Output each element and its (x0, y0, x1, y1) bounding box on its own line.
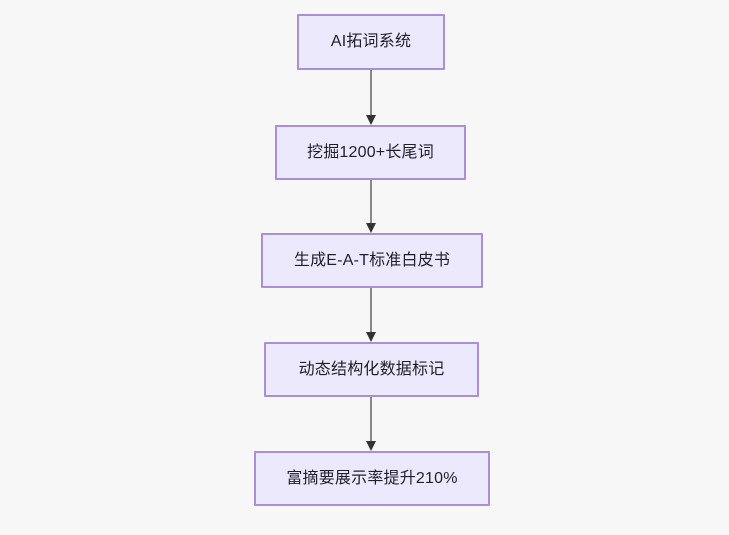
flowchart-node-label: 挖掘1200+长尾词 (307, 143, 434, 161)
flowchart-node-label: AI拓词系统 (330, 33, 412, 50)
flowchart-node-5[interactable]: 富摘要展示率提升210% (254, 451, 490, 506)
flowchart-node-4[interactable]: 动态结构化数据标记 (264, 342, 479, 397)
flowchart-node-label: 动态结构化数据标记 (298, 360, 445, 378)
flowchart-node-2[interactable]: 挖掘1200+长尾词 (275, 125, 466, 180)
flowchart-node-label: 富摘要展示率提升210% (286, 469, 458, 487)
edge-connector (361, 397, 381, 451)
flowchart-node-3[interactable]: 生成E-A-T标准白皮书 (261, 233, 483, 288)
edge-connector (361, 70, 381, 125)
flowchart-node-label: 生成E-A-T标准白皮书 (293, 251, 451, 269)
edge-connector (361, 180, 381, 233)
edge-connector (361, 288, 381, 342)
flowchart-node-1[interactable]: AI拓词系统 (297, 14, 445, 70)
